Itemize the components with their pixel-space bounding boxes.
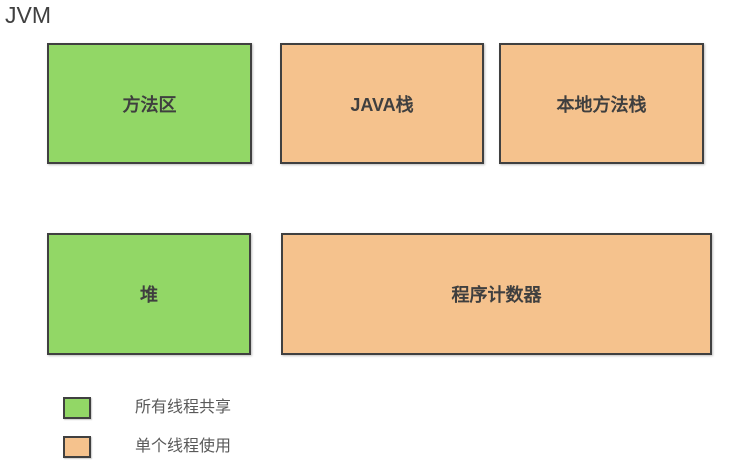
legend-label-shared: 所有线程共享 [135,399,232,416]
box-method-area: 方法区 [47,43,252,164]
box-program-counter: 程序计数器 [281,233,712,355]
box-program-counter-label: 程序计数器 [451,285,542,305]
box-java-stack-label: JAVA栈 [350,94,414,115]
box-heap-label: 堆 [140,285,158,305]
legend-swatch-shared [63,397,91,419]
box-native-method-stack-label: 本地方法栈 [556,94,647,115]
box-heap: 堆 [47,233,251,355]
box-native-method-stack: 本地方法栈 [499,43,704,164]
legend-swatch-private [63,436,91,458]
box-method-area-label: 方法区 [122,94,177,115]
box-java-stack: JAVA栈 [280,43,484,164]
legend-label-private: 单个线程使用 [135,438,232,455]
diagram-title: JVM [5,2,51,28]
